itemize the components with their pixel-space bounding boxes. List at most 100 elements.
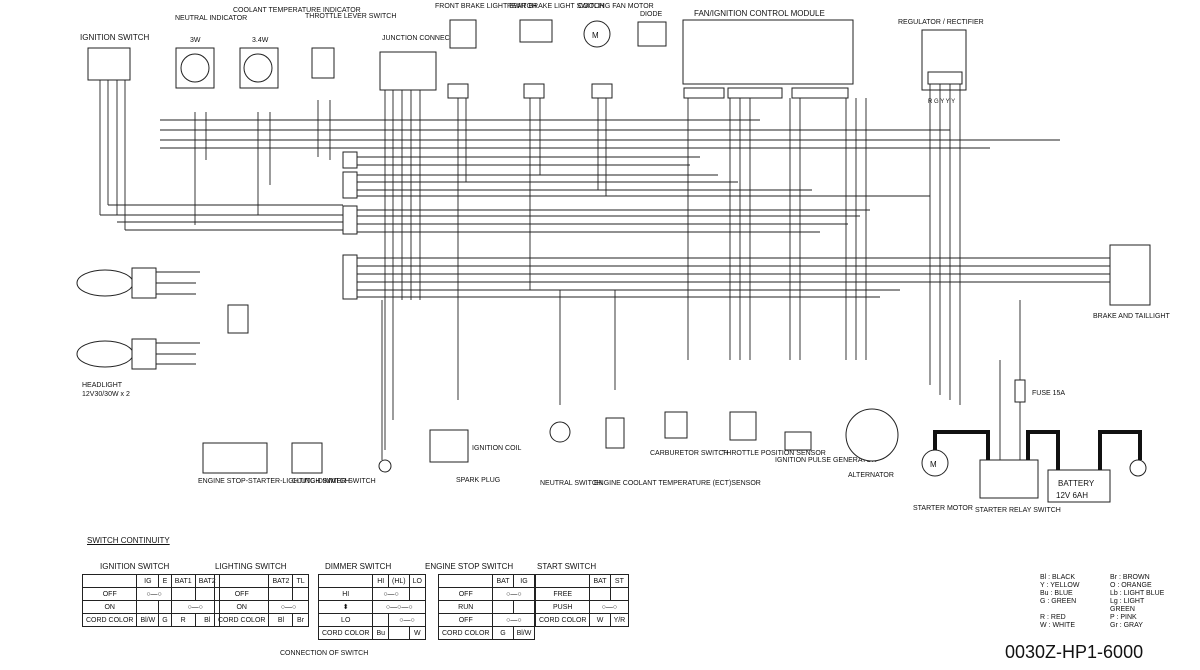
ect-sensor-body: [605, 417, 625, 449]
conn-fan: [591, 83, 613, 99]
st-h-bat: BAT: [589, 574, 611, 588]
st-h-st: ST: [609, 574, 630, 588]
conn-regulator: [927, 71, 963, 85]
cooling-fan-motor: [583, 20, 611, 48]
carburetor-switch-title: CARBURETOR SWITCH: [650, 450, 728, 457]
starter-motor-title: STARTER MOTOR: [913, 505, 973, 512]
carburetor-switch-body: [664, 411, 688, 439]
es-cord-ig: Bl/W: [512, 626, 536, 640]
st-row-cord: CORD COLOR: [534, 613, 591, 627]
dim-cord-lo: W: [408, 626, 426, 640]
ign-h-bat1: BAT1: [170, 574, 196, 588]
lt-h-tl: TL: [292, 574, 309, 588]
junction-connector-title: JUNCTION CONNECTOR: [382, 35, 464, 42]
dim-cord-hi: Bu: [372, 626, 390, 640]
engine-stop-switch-box: [202, 442, 268, 474]
ignition-coil-title: IGNITION COIL: [472, 445, 522, 452]
st-cord-bat: W: [589, 613, 611, 627]
es-row-cord: CORD COLOR: [437, 626, 494, 640]
front-brake-box: [449, 19, 477, 49]
legend-red: R : RED: [1040, 614, 1066, 621]
conn-module-3: [791, 87, 849, 99]
bus-wires: [100, 100, 1110, 298]
neutral-indicator-title: NEUTRAL INDICATOR: [175, 15, 247, 22]
conn-a: [342, 151, 358, 169]
neutral-indicator-frame: [175, 47, 215, 89]
front-brake-title: FRONT BRAKE LIGHT SWITCH: [435, 3, 537, 10]
start-table-title: START SWITCH: [537, 562, 597, 571]
dim-row-cord: CORD COLOR: [317, 626, 374, 640]
st-cord-st: Y/R: [609, 613, 630, 627]
neutral-switch-body: [549, 421, 571, 443]
lt-row-off: OFF: [213, 587, 270, 601]
starter-relay-body: [979, 459, 1039, 499]
st-row-push: PUSH: [534, 600, 591, 614]
taillight-body: [1109, 244, 1151, 306]
battery-minus-cable: [1098, 430, 1142, 470]
conn-front-brake: [447, 83, 469, 99]
neutral-indicator-bulb: [180, 53, 210, 83]
ign-h-ig: IG: [136, 574, 160, 588]
regulator-title: REGULATOR / RECTIFIER: [898, 19, 984, 26]
diode-title: DIODE: [640, 11, 663, 18]
regulator-wire-labels: R G Y Y Y: [928, 99, 955, 105]
es-row-off1: OFF: [437, 587, 494, 601]
ign-cord-e: G: [158, 613, 172, 627]
starter-cable: [933, 430, 990, 460]
rear-brake-title: REAR BRAKE LIGHT SWITCH: [507, 3, 604, 10]
coolant-watt: 3.4W: [252, 37, 269, 44]
legend-brown: Br : BROWN: [1110, 574, 1150, 581]
ignition-switch-pins: [99, 80, 126, 230]
battery-body: [1047, 469, 1111, 503]
legend-light-blue: Lb : LIGHT BLUE: [1110, 590, 1165, 597]
fuse-body: [1014, 379, 1026, 403]
es-row-off2: OFF: [437, 613, 494, 627]
lt-row-on: ON: [213, 600, 270, 614]
spark-plug-title: SPARK PLUG: [456, 477, 500, 484]
coolant-indicator-frame: [239, 47, 279, 89]
neutral-switch-title: NEUTRAL SWITCH: [540, 480, 602, 487]
dim-h-hl: (HL): [388, 574, 410, 588]
conn-rear-brake: [523, 83, 545, 99]
battery-spec: 12V 6AH: [1056, 491, 1088, 500]
fan-module-title: FAN/IGNITION CONTROL MODULE: [694, 9, 825, 18]
legend-pink: P : PINK: [1110, 614, 1137, 621]
legend-yellow: Y : YELLOW: [1040, 582, 1080, 589]
dim-h-hi: HI: [372, 574, 390, 588]
conn-module-2: [727, 87, 783, 99]
ign-h-e: E: [158, 574, 172, 588]
es-h-bat: BAT: [492, 574, 514, 588]
ignition-table-title: IGNITION SWITCH: [100, 562, 170, 571]
battery-plus-cable: [1026, 430, 1060, 470]
coolant-indicator-bulb: [243, 53, 273, 83]
starter-relay-title: STARTER RELAY SWITCH: [975, 507, 1061, 514]
fuse-title: FUSE 15A: [1032, 390, 1065, 397]
rear-brake-box: [519, 19, 553, 43]
ign-row-cord: CORD COLOR: [81, 613, 138, 627]
alternator-title: ALTERNATOR: [848, 472, 894, 479]
dim-h-lo: LO: [408, 574, 426, 588]
engine-stop-table-title: ENGINE STOP SWITCH: [425, 562, 514, 571]
diode-box: [637, 21, 667, 47]
legend-gray: Gr : GRAY: [1110, 622, 1143, 629]
fan-m-glyph: M: [592, 31, 599, 40]
fan-module-box: [682, 19, 854, 85]
lt-cord-bat2: Bl: [268, 613, 294, 627]
conn-c: [342, 205, 358, 235]
dim-row-mid: ⬍: [317, 600, 374, 614]
clutch-switch-title: CLUTCH SWITCH: [292, 478, 350, 485]
ground-right: [1129, 459, 1147, 477]
ign-cord-ig: Bl/W: [136, 613, 160, 627]
ign-row-off: OFF: [81, 587, 138, 601]
headlight-spec: 12V30/30W x 2: [82, 391, 130, 398]
ignition-coil-box: [429, 429, 469, 463]
ect-sensor-title: ENGINE COOLANT TEMPERATURE (ECT)SENSOR: [594, 480, 761, 487]
dim-row-hi: HI: [317, 587, 374, 601]
legend-black: Bl : BLACK: [1040, 574, 1076, 581]
ignition-pulse-body: [784, 431, 812, 451]
vertical-wires: [381, 84, 1021, 460]
starter-m-glyph: M: [930, 460, 937, 469]
